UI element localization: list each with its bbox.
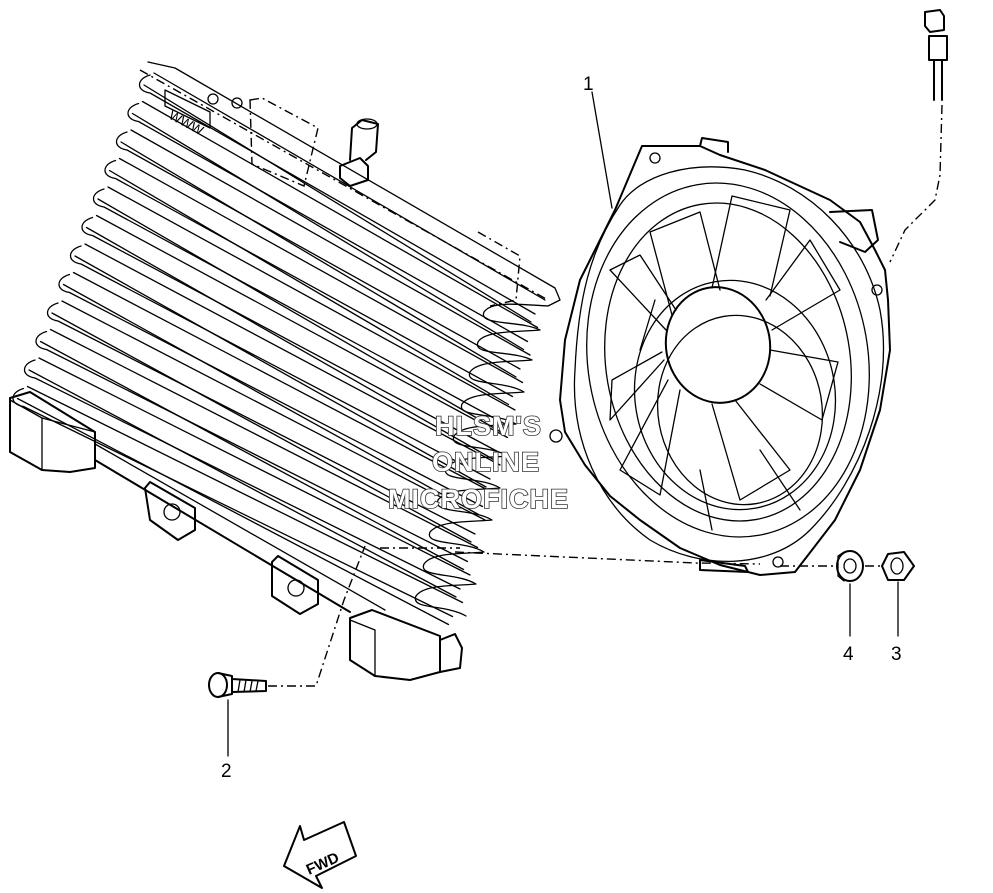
watermark-line2: ONLINE (432, 447, 540, 477)
cooler-fin (23, 357, 471, 590)
watermark-line3: MICROFICHE (388, 484, 569, 514)
cooler-fin (81, 214, 509, 453)
cooler-fin (46, 300, 486, 535)
cooler-fin (104, 157, 524, 398)
callout-1: 1 (583, 74, 594, 95)
cooler-fins (12, 72, 546, 626)
cooler-fin (138, 72, 546, 315)
oil-cooler: WWW (9, 61, 561, 681)
fwd-direction-arrow: FWD (283, 821, 357, 889)
watermark: HLSM'S ONLINE MICROFICHE (387, 410, 569, 515)
cooler-fin-edge (143, 84, 532, 323)
cooler-fin (92, 186, 516, 425)
cooler-fin-edge (16, 397, 450, 626)
cooler-fin-edge (120, 141, 517, 378)
cooler-fin (127, 100, 539, 343)
cooler-fin (58, 271, 494, 508)
callout-4: 4 (843, 644, 854, 665)
washer-part-4 (836, 550, 864, 582)
fan-assembly (549, 137, 891, 576)
cooler-fin-edge (85, 226, 495, 461)
cooler-fin-edge (97, 198, 502, 433)
radiator-plate-text: WWW (167, 107, 207, 138)
cooler-fin-edge (62, 283, 480, 516)
cooler-fin-edge (51, 312, 472, 543)
cooler-fin-edge (28, 369, 457, 598)
cooler-fin-edge (108, 169, 510, 406)
cooler-fin (69, 243, 501, 480)
wire-harness (889, 9, 948, 263)
cooler-fin (115, 129, 531, 370)
cooler-fin-edge (131, 112, 525, 351)
cooler-fin-edge (74, 255, 487, 488)
bolt-part-2 (208, 672, 267, 698)
cooler-fin-edge (39, 340, 465, 571)
watermark-line1: HLSM'S (435, 411, 542, 441)
cooler-fin (35, 328, 479, 563)
callout-2: 2 (221, 761, 232, 782)
cooler-fin (12, 385, 464, 618)
callout-3: 3 (891, 644, 902, 665)
nut-part-3 (881, 551, 915, 581)
leader-lines (227, 91, 899, 757)
